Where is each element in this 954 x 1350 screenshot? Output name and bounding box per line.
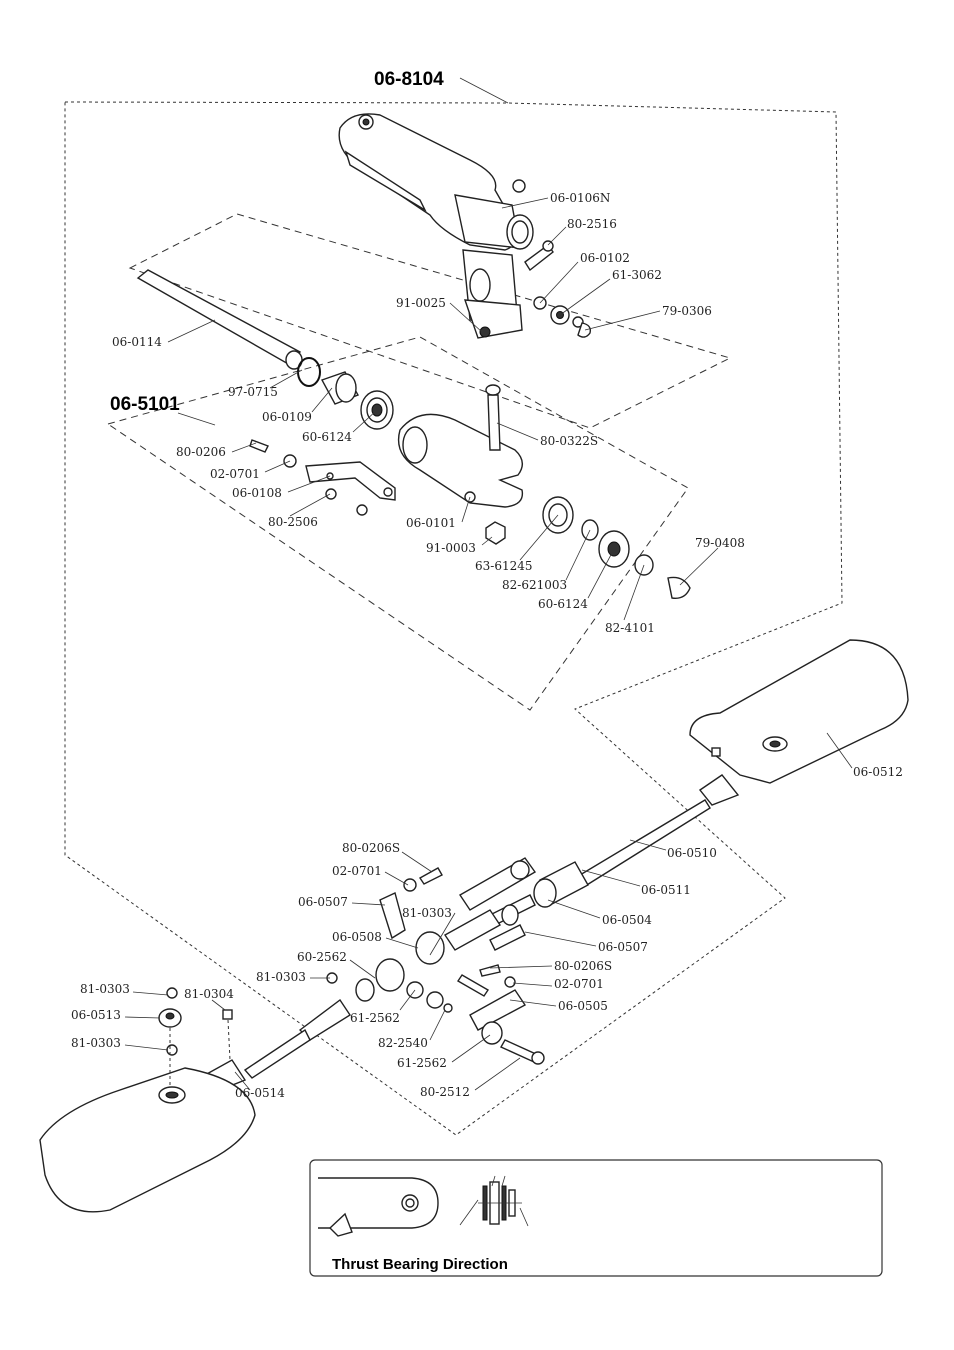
- part-label: 60-6124: [302, 430, 352, 444]
- part-label: 80-2506: [268, 515, 318, 529]
- part-label: 02-0701: [332, 864, 382, 878]
- part-label: 80-0206S: [342, 841, 400, 855]
- shaft-06-0114: [136, 269, 303, 370]
- part-label: 81-0303: [80, 982, 130, 996]
- part-label: 82-2540: [378, 1036, 428, 1050]
- part-label: 06-0102: [580, 251, 630, 265]
- part-label: 81-0303: [256, 970, 306, 984]
- oring-97-0715: [297, 357, 321, 387]
- part-label: 61-2562: [397, 1056, 447, 1070]
- part-label: 06-0511: [641, 883, 691, 897]
- blade-left: [39, 1067, 256, 1213]
- boundary-06-5101: [106, 336, 689, 711]
- hardware-mid: [326, 867, 545, 1065]
- part-label: 97-0715: [228, 385, 278, 399]
- part-label: 06-0508: [332, 930, 382, 944]
- part-label: 06-0504: [602, 913, 652, 927]
- blade-06-0512: [689, 639, 909, 806]
- part-label: 02-0701: [554, 977, 604, 991]
- part-label: 06-0108: [232, 486, 282, 500]
- legend-title: Thrust Bearing Direction: [332, 1256, 508, 1273]
- part-label: 61-3062: [612, 268, 662, 282]
- part-label: 60-6124: [538, 597, 588, 611]
- part-label: 06-0101: [406, 516, 456, 530]
- part-label: 80-0206: [176, 445, 226, 459]
- part-label: 79-0306: [662, 304, 712, 318]
- boundary-06-8104: [64, 101, 843, 1136]
- part-label: 80-0206S: [554, 959, 612, 973]
- part-label: 06-0514: [235, 1086, 285, 1100]
- part-label: 06-0106N: [550, 191, 610, 205]
- part-label: 81-0303: [402, 906, 452, 920]
- part-label: 06-0507: [298, 895, 348, 909]
- boundary-upper-inner: [128, 213, 732, 429]
- screws-left: [249, 439, 506, 545]
- part-label: 06-0114: [112, 335, 162, 349]
- part-label: 80-2516: [567, 217, 617, 231]
- pitch-slider: [379, 857, 537, 965]
- tube-06-0510: [573, 799, 711, 889]
- part-label: 06-0505: [558, 999, 608, 1013]
- part-label: 82-621003: [502, 578, 567, 592]
- part-label: 06-0109: [262, 410, 312, 424]
- part-label: 63-61245: [475, 559, 533, 573]
- part-label: 81-0304: [184, 987, 234, 1001]
- part-label: 91-0025: [396, 296, 446, 310]
- part-label: 82-4101: [605, 621, 655, 635]
- grip-06-0106N: [338, 113, 534, 339]
- part-label: 60-2562: [297, 950, 347, 964]
- arm-06-0108: [305, 461, 396, 501]
- part-label: 91-0003: [426, 541, 476, 555]
- bushing-06-0109: [320, 371, 360, 405]
- part-label: 02-0701: [210, 467, 260, 481]
- part-label: 80-2512: [420, 1085, 470, 1099]
- part-label: 06-0507: [598, 940, 648, 954]
- part-label: 79-0408: [695, 536, 745, 550]
- grip-06-0101: [397, 384, 524, 508]
- part-label: 06-0512: [853, 765, 903, 779]
- part-label: 81-0303: [71, 1036, 121, 1050]
- legend-thrust-bearing: Thrust Bearing Direction: [309, 1159, 883, 1277]
- hardware-top: [524, 240, 592, 338]
- part-label: 06-0510: [667, 846, 717, 860]
- assembly-label-06-5101: 06-5101: [110, 394, 180, 415]
- hub-06-0511: [533, 861, 589, 908]
- assembly-label-06-8104: 06-8104: [374, 69, 444, 90]
- part-label: 80-0322S: [540, 434, 598, 448]
- part-label: 61-2562: [350, 1011, 400, 1025]
- part-label: 06-0513: [71, 1008, 121, 1022]
